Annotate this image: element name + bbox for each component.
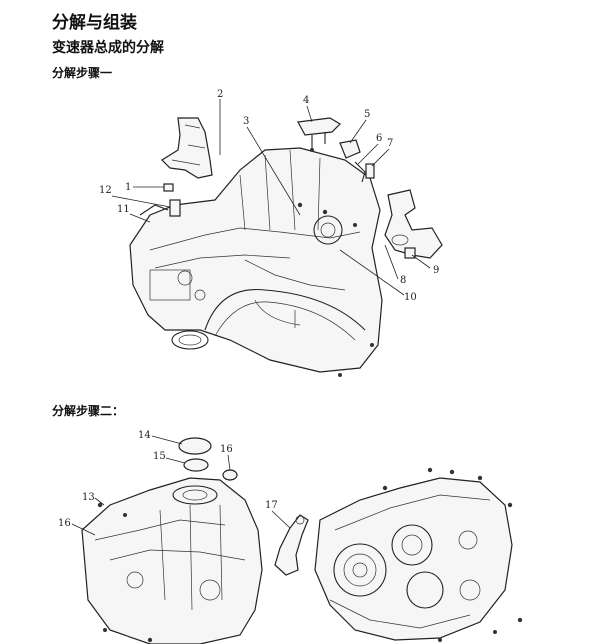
callout-8: 8: [400, 275, 406, 286]
callout-12: 12: [99, 185, 112, 196]
callout-11: 11: [117, 204, 130, 215]
diagram2-callouts: 14 15 16 13 16 17: [58, 430, 291, 536]
transmission-exploded-diagram-step2: 14 15 16 13 16 17: [58, 430, 523, 644]
section-title: 变速器总成的分解: [52, 40, 164, 56]
page-title: 分解与组装: [52, 13, 137, 33]
callout-15: 15: [153, 451, 166, 462]
step1-heading: 分解步骤一: [52, 66, 113, 80]
callout-6: 6: [376, 133, 382, 144]
callout-5: 5: [364, 109, 370, 120]
callout-13: 13: [82, 492, 95, 503]
step2-heading: 分解步骤二：: [52, 404, 125, 418]
callout-3: 3: [243, 116, 249, 127]
callout-4: 4: [303, 95, 309, 106]
transmission-exploded-diagram-step1: 2 4 5 3 6 7 1 12 11 8 9 10: [99, 89, 443, 377]
callout-10: 10: [404, 292, 417, 303]
callout-17: 17: [265, 500, 278, 511]
callout-1: 1: [125, 182, 131, 193]
callout-7: 7: [387, 138, 393, 149]
callout-16-top: 16: [220, 444, 233, 455]
callout-9: 9: [433, 265, 439, 276]
diagram1-callouts: 2 4 5 3 6 7 1 12 11 8 9 10: [99, 89, 439, 303]
callout-14: 14: [138, 430, 151, 441]
callout-2: 2: [217, 89, 223, 100]
callout-16-left: 16: [58, 518, 71, 529]
